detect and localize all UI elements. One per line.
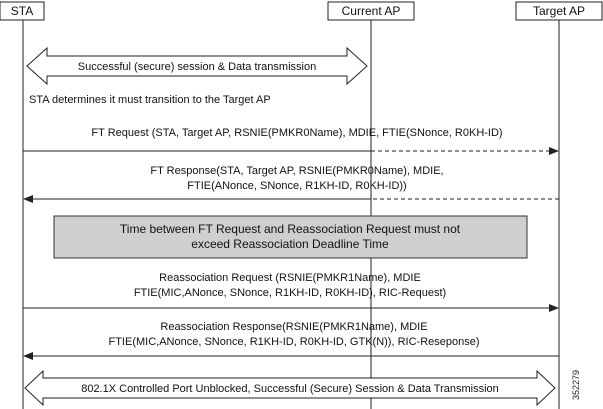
actor-target-ap-label: Target AP [533, 4, 585, 18]
deadline-box: Time between FT Request and Reassociatio… [53, 215, 528, 259]
actor-target-ap: Target AP [515, 1, 603, 21]
actor-sta-label: STA [11, 4, 33, 18]
session-top-label: Successful (secure) session & Data trans… [78, 61, 316, 73]
actor-current-ap: Current AP [327, 1, 415, 21]
deadline-box-line1: Time between FT Request and Reassociatio… [120, 222, 461, 236]
reassoc-request-arrow [23, 304, 559, 312]
ft-response-label-line1: FT Response(STA, Target AP, RSNIE(PMKR0N… [150, 165, 443, 177]
transition-note: STA determines it must transition to the… [29, 94, 271, 106]
reassoc-response-label-line2: FTIE(MIC,ANonce, SNonce, R1KH-ID, R0KH-I… [108, 336, 479, 348]
ft-request-arrow [23, 147, 559, 155]
reassoc-request-label-line1: Reassociation Request (RSNIE(PMKR1Name),… [159, 272, 421, 284]
ft-response-label-line2: FTIE(ANonce, SNonce, R1KH-ID, R0KH-ID)) [187, 180, 406, 192]
figure-id: 352279 [571, 370, 581, 400]
actor-sta: STA [0, 1, 45, 21]
reassoc-response-arrow [23, 352, 559, 360]
reassoc-request-label-line2: FTIE(MIC,ANonce, SNonce, R1KH-ID, R0KH-I… [134, 287, 446, 299]
actor-current-ap-label: Current AP [342, 4, 401, 18]
session-bottom-label: 802.1X Controlled Port Unblocked, Succes… [81, 383, 499, 395]
deadline-box-line2: exceed Reassociation Deadline Time [191, 237, 389, 251]
session-bottom-arrow: 802.1X Controlled Port Unblocked, Succes… [24, 369, 556, 407]
session-top-arrow: Successful (secure) session & Data trans… [26, 46, 368, 86]
ft-response-arrow [23, 195, 559, 203]
reassoc-response-label-line1: Reassociation Response(RSNIE(PMKR1Name),… [160, 321, 427, 333]
ft-request-label: FT Request (STA, Target AP, RSNIE(PMKR0N… [91, 127, 502, 139]
